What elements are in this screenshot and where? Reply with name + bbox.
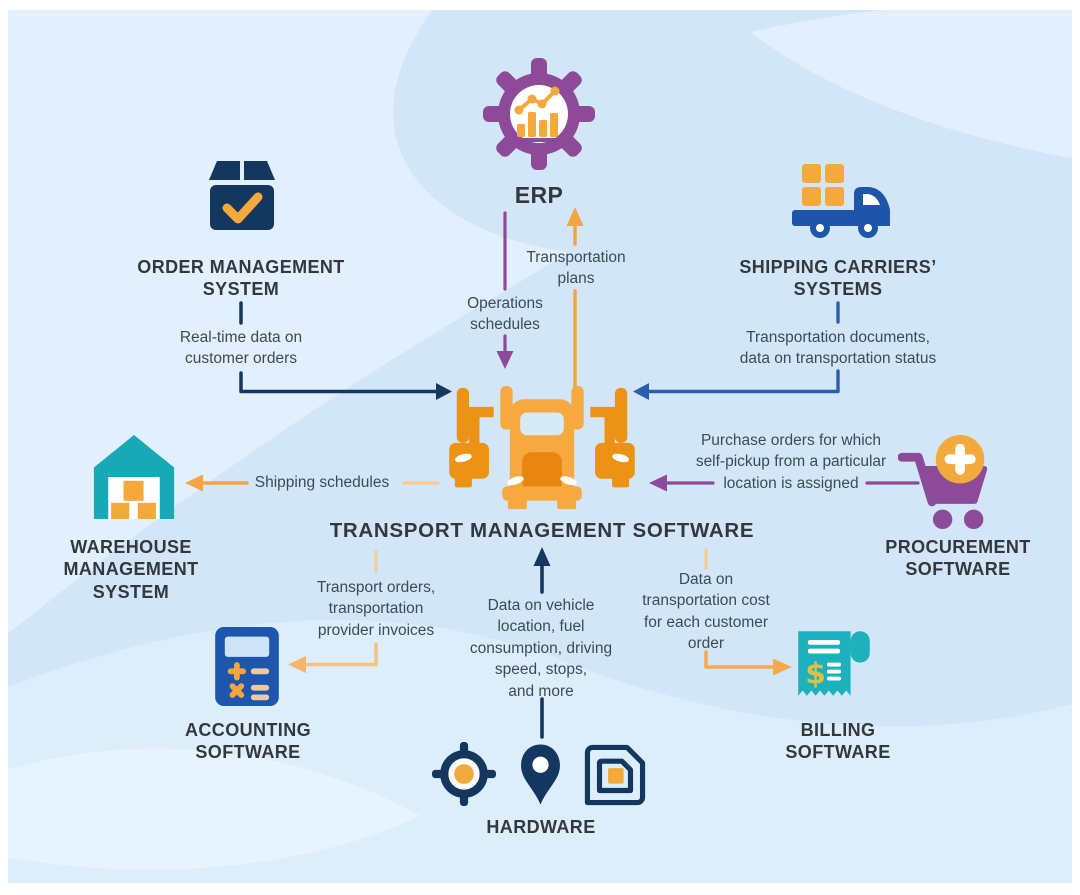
node-label-procurement: PROCUREMENT SOFTWARE bbox=[885, 537, 1031, 580]
node-label-warehouse-management: WAREHOUSE MANAGEMENT SYSTEM bbox=[63, 537, 199, 602]
edge-oms-to-tms-arrow bbox=[239, 301, 452, 400]
edge-tms-to-billing-arrow bbox=[704, 548, 792, 676]
edge-label-operations-schedules: Operations schedules bbox=[467, 295, 543, 334]
edge-label-purchase-orders: Purchase orders for which self-pickup fr… bbox=[695, 432, 887, 492]
node-label-erp: ERP bbox=[514, 182, 564, 208]
gps-tracker-icon bbox=[432, 742, 496, 806]
edge-label-transportation-plans: Transportation plans bbox=[526, 249, 626, 288]
edge-erp-to-tms-arrow bbox=[496, 211, 514, 369]
edge-hardware-to-tms-arrow bbox=[533, 547, 551, 739]
shopping-cart-plus-icon bbox=[897, 434, 995, 531]
edge-label-transportation-cost: Data on transportation cost for each cus… bbox=[642, 571, 770, 653]
gear-analytics-icon bbox=[483, 58, 595, 170]
node-label-transport-management: TRANSPORT MANAGEMENT SOFTWARE bbox=[329, 519, 755, 542]
node-label-order-management: ORDER MANAGEMENT SYSTEM bbox=[137, 257, 345, 300]
edge-carriers-to-tms-arrow bbox=[633, 301, 840, 400]
edge-tms-to-accounting-arrow bbox=[288, 550, 378, 673]
node-label-accounting: ACCOUNTING SOFTWARE bbox=[185, 720, 311, 763]
edge-label-vehicle-data: Data on vehicle location, fuel consumpti… bbox=[469, 597, 613, 700]
node-label-billing: BILLING SOFTWARE bbox=[785, 720, 891, 763]
node-label-hardware: HARDWARE bbox=[486, 817, 596, 837]
calculator-icon bbox=[214, 626, 280, 707]
delivery-truck-icon bbox=[786, 162, 892, 246]
location-pin-icon bbox=[517, 738, 564, 811]
dollar-glyph: $ bbox=[805, 656, 826, 691]
edge-tms-to-wms-arrow bbox=[185, 474, 440, 492]
edge-label-transportation-documents: Transportation documents, data on transp… bbox=[739, 329, 937, 368]
node-label-shipping-carriers: SHIPPING CARRIERS’ SYSTEMS bbox=[739, 257, 937, 300]
receipt-dollar-icon: $ bbox=[793, 626, 875, 708]
edge-procurement-to-tms-arrow bbox=[649, 474, 920, 492]
edge-label-realtime-customer-orders: Real-time data on customer orders bbox=[179, 329, 303, 368]
edge-label-transport-orders-invoices: Transport orders, transportation provide… bbox=[316, 579, 436, 639]
package-check-icon bbox=[200, 152, 284, 236]
semi-truck-icon bbox=[447, 386, 637, 511]
edge-label-shipping-schedules: Shipping schedules bbox=[254, 474, 390, 491]
warehouse-icon bbox=[92, 433, 176, 521]
rfid-tag-icon bbox=[582, 744, 648, 806]
edge-tms-to-erp-arrow bbox=[566, 207, 584, 391]
